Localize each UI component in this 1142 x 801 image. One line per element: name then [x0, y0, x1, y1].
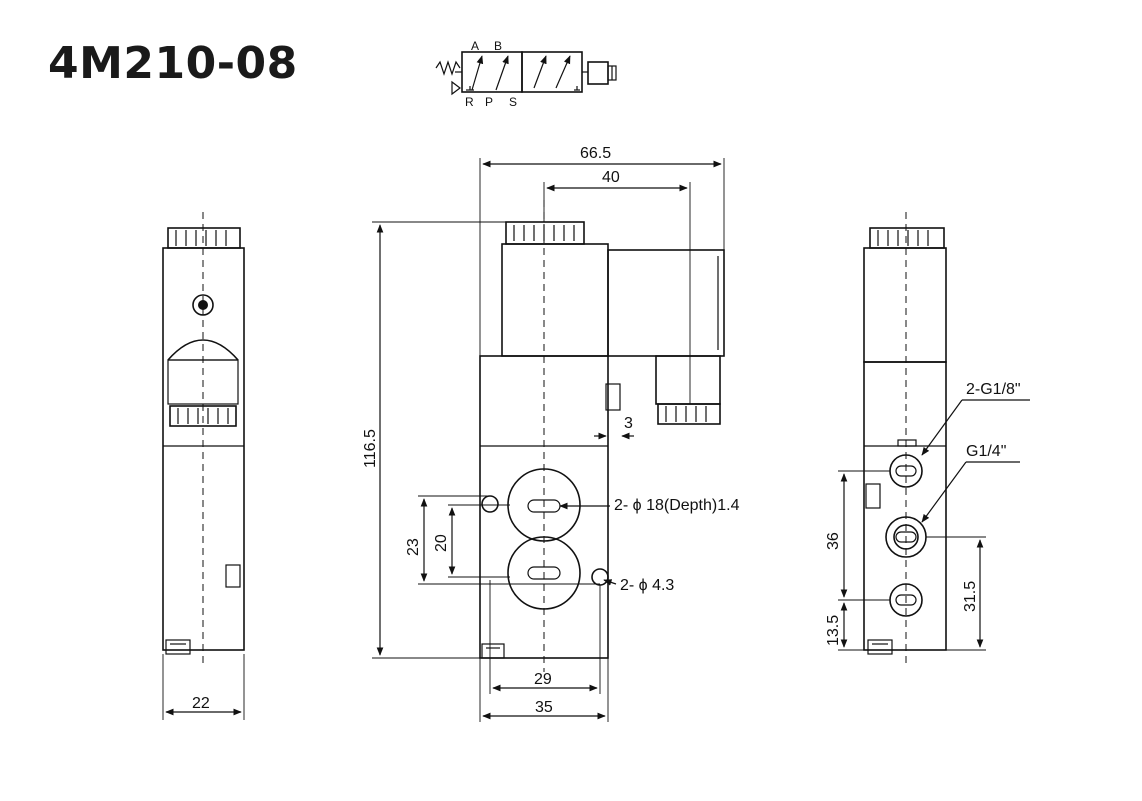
- dim-13-5: 13.5: [825, 615, 842, 646]
- front-view: 66.5 40 116.5 3 23 20 2- ϕ 18(Depth)1.4 …: [362, 145, 740, 722]
- hole-note: 2- ϕ 4.3: [620, 577, 674, 594]
- model-title: 4M210-08: [48, 38, 298, 89]
- dim-23: 23: [405, 538, 422, 556]
- spring-icon: [435, 60, 461, 76]
- dim-width-66-5: 66.5: [580, 145, 611, 162]
- dim-height-116-5: 116.5: [362, 429, 379, 468]
- dim-36: 36: [825, 532, 842, 550]
- valve-symbol: A B R P S: [435, 39, 617, 109]
- dim-offset-3: 3: [624, 415, 633, 432]
- dim-width-22: 22: [192, 695, 210, 712]
- exhaust-icon: [451, 80, 461, 96]
- port-note: 2- ϕ 18(Depth)1.4: [614, 497, 740, 514]
- port-label-b: B: [494, 39, 502, 53]
- main-port-note: G1/4": [966, 443, 1006, 460]
- port-label-s: S: [509, 95, 517, 109]
- dim-35: 35: [535, 699, 553, 716]
- right-side-view: 2-G1/8" G1/4" 36 13.5 31.5: [825, 212, 1030, 664]
- dim-offset-40: 40: [602, 169, 620, 186]
- dim-31-5: 31.5: [962, 581, 979, 612]
- solenoid-icon: [587, 61, 609, 85]
- dim-20: 20: [433, 534, 450, 552]
- pilot-port-note: 2-G1/8": [966, 381, 1021, 398]
- port-label-r: R: [465, 95, 474, 109]
- port-label-p: P: [485, 95, 493, 109]
- left-side-view: 22: [162, 212, 245, 720]
- dim-29: 29: [534, 671, 552, 688]
- port-label-a: A: [471, 39, 479, 53]
